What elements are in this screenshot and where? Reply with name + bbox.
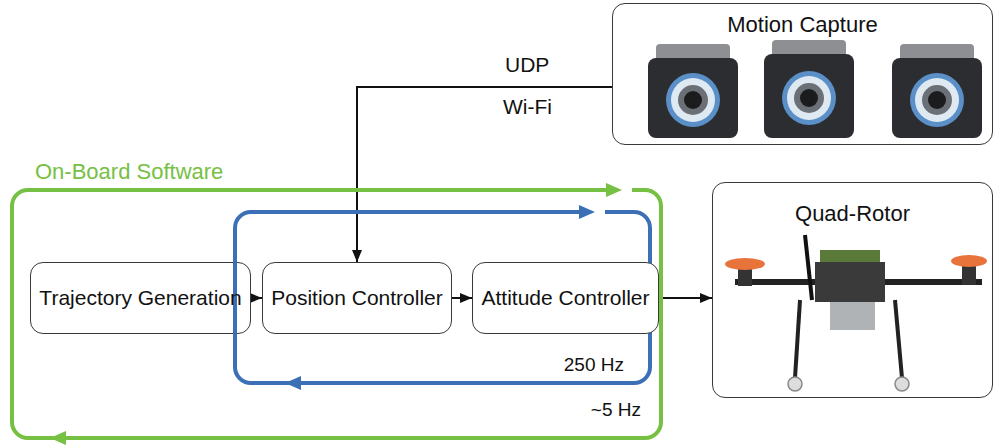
quadrotor-picture <box>725 235 987 391</box>
rate-label: ~5 Hz <box>591 399 641 422</box>
node-label: On-Board Software <box>35 159 223 185</box>
node-label: Motion Capture <box>613 12 992 38</box>
node-label: Position Controller <box>271 285 443 310</box>
node-label: 250 Hz <box>564 354 624 377</box>
camera-icon <box>648 44 738 138</box>
connector-arrow <box>357 87 612 262</box>
node-label: Trajectory Generation <box>39 285 241 310</box>
loop-arrowhead <box>50 431 66 445</box>
control-loop: On-Board Software ~5 Hz Trajectory Generat… <box>10 160 663 440</box>
process-box: Position Controller <box>262 262 452 334</box>
connector-arrow <box>251 297 262 299</box>
system-box: Motion Capture <box>612 3 993 145</box>
connector-arrow <box>659 297 712 299</box>
camera-icon <box>764 40 854 138</box>
node-label: Attitude Controller <box>481 285 649 310</box>
loop-line <box>12 190 661 438</box>
loop-arrowhead <box>606 183 622 197</box>
process-box: Trajectory Generation <box>30 262 251 334</box>
link-label: Wi-Fi <box>503 94 552 119</box>
process-box: Attitude Controller <box>472 262 659 334</box>
link-label: UDP <box>505 52 549 77</box>
loop-line <box>235 212 650 383</box>
node-label: Quad-Rotor <box>713 201 992 227</box>
system-box: Quad-Rotor <box>712 182 993 398</box>
connector-arrow <box>452 297 472 299</box>
loop-arrowhead <box>579 205 595 219</box>
camera-icon <box>892 44 982 138</box>
control-loop: 250 Hz Position Controller Attitude Contro… <box>233 210 652 385</box>
loop-arrowhead <box>285 376 301 390</box>
